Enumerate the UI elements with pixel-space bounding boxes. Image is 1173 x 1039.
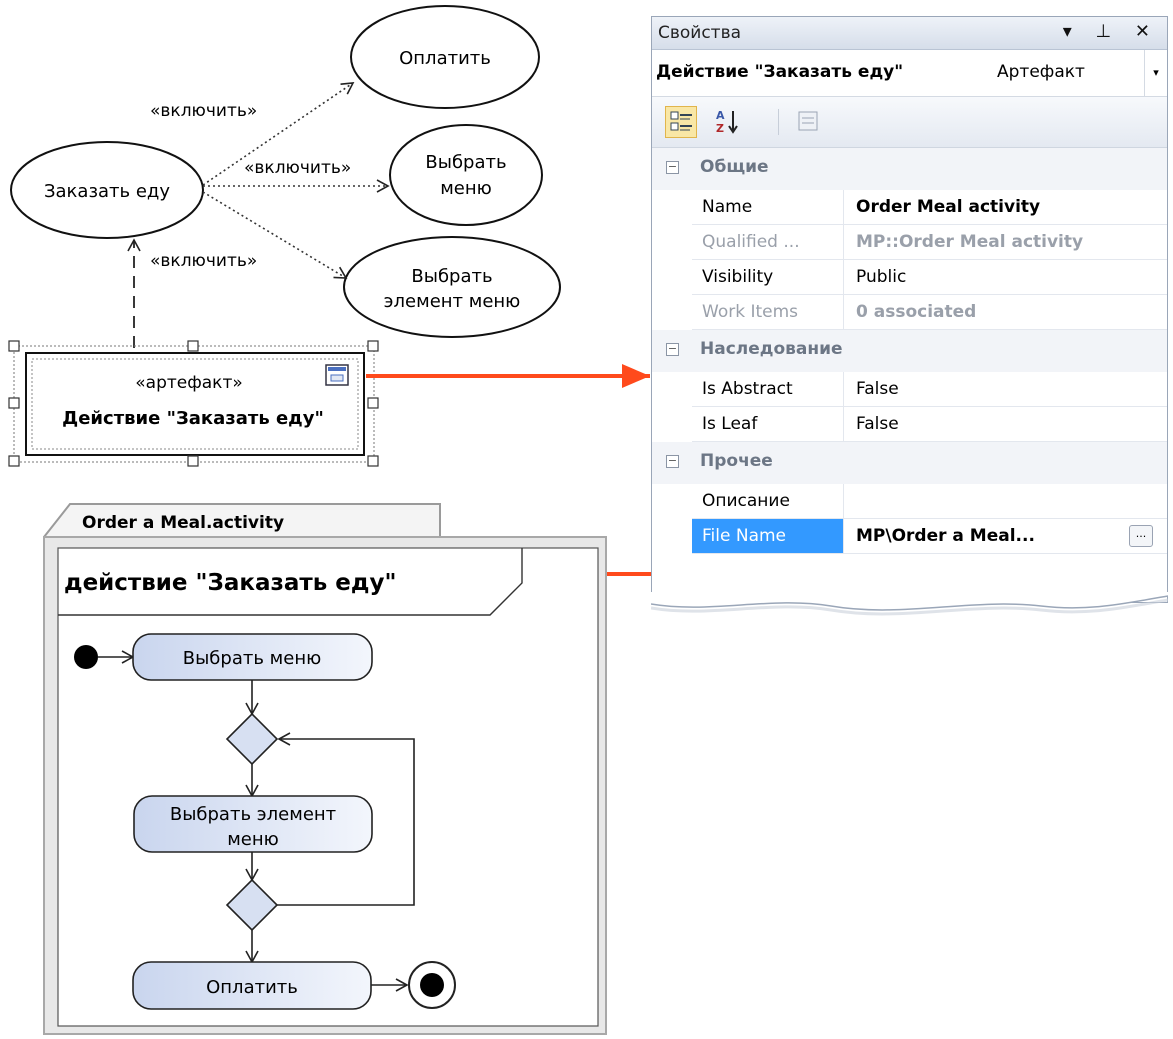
property-key: Qualified ... <box>692 225 844 259</box>
property-key: Is Abstract <box>692 372 844 406</box>
artifact-file-icon[interactable] <box>325 364 349 386</box>
property-key: Is Leaf <box>692 407 844 441</box>
property-value[interactable]: False <box>856 414 899 434</box>
categorized-view-icon[interactable] <box>665 106 697 138</box>
initial-node[interactable] <box>74 645 98 669</box>
property-key: File Name <box>692 519 844 553</box>
property-row-qualified-name[interactable]: Qualified ... MP::Order Meal activity <box>692 225 1167 260</box>
action-pay-label: Оплатить <box>206 977 298 998</box>
properties-frame: Свойства ▾ ⊥ ✕ Действие "Заказать еду" А… <box>651 16 1168 603</box>
property-row-work-items[interactable]: Work Items 0 associated <box>692 295 1167 330</box>
action-choose-menu-label: Выбрать меню <box>183 648 322 669</box>
property-row-is-leaf[interactable]: Is Leaf False <box>692 407 1167 442</box>
usecase-main-label: Заказать еду <box>44 181 170 202</box>
property-grid: − Общие Name Order Meal activity Qualifi… <box>652 148 1167 554</box>
property-row-name[interactable]: Name Order Meal activity <box>692 190 1167 225</box>
usecase-pay[interactable] <box>350 5 540 109</box>
property-row-description[interactable]: Описание <box>692 484 1167 519</box>
toolbar-separator <box>778 109 779 135</box>
action-choose-item-label-1: Выбрать элемент <box>170 804 336 825</box>
include-label-2: «включить» <box>244 158 351 178</box>
property-value[interactable]: False <box>856 379 899 399</box>
property-value: 0 associated <box>856 302 977 322</box>
property-value: MP::Order Meal activity <box>856 232 1084 252</box>
usecase-choose-menu-label-1: Выбрать <box>425 152 506 173</box>
usecase-main[interactable] <box>10 141 204 239</box>
activity-canvas <box>57 547 599 1027</box>
collapse-icon[interactable]: − <box>666 160 679 174</box>
activity-tab[interactable] <box>43 503 441 538</box>
artifact-name: Действие "Заказать еду" <box>62 408 324 429</box>
selected-object-name: Действие "Заказать еду" <box>656 62 904 82</box>
property-row-visibility[interactable]: Visibility Public <box>692 260 1167 295</box>
property-value[interactable]: Public <box>856 267 907 287</box>
usecase-choose-item-label-1: Выбрать <box>411 266 492 287</box>
torn-edge <box>651 592 1168 616</box>
artifact-stereotype: «артефакт» <box>135 373 243 393</box>
usecase-choose-item-label-2: элемент меню <box>384 291 521 312</box>
svg-text:Z: Z <box>716 122 724 135</box>
category-other[interactable]: − Прочее <box>652 442 1167 484</box>
properties-titlebar[interactable]: Свойства ▾ ⊥ ✕ <box>652 17 1167 50</box>
collapse-icon[interactable]: − <box>666 454 679 468</box>
usecase-choose-item[interactable] <box>343 236 561 338</box>
property-pages-icon[interactable] <box>792 106 824 138</box>
activity-header-pentagon <box>58 548 523 616</box>
property-key: Visibility <box>692 260 844 294</box>
flow-loop-back <box>277 732 415 906</box>
final-node[interactable] <box>408 961 456 1009</box>
include-link-pay[interactable] <box>202 82 355 186</box>
activity-tab-label: Order a Meal.activity <box>82 513 284 533</box>
include-label-1: «включить» <box>150 101 257 121</box>
collapse-icon[interactable]: − <box>666 342 679 356</box>
property-row-is-abstract[interactable]: Is Abstract False <box>692 372 1167 407</box>
category-general-label: Общие <box>700 157 769 177</box>
usecase-choose-menu[interactable] <box>389 124 543 226</box>
category-inheritance[interactable]: − Наследование <box>652 330 1167 372</box>
selected-object-kind: Артефакт <box>997 62 1085 82</box>
property-row-file-name[interactable]: File Name MP\Order a Meal... ... <box>692 519 1167 554</box>
object-selector[interactable]: Действие "Заказать еду" Артефакт ▾ <box>652 50 1167 97</box>
chevron-down-icon[interactable]: ▾ <box>1144 50 1167 96</box>
property-value[interactable] <box>844 484 1167 518</box>
property-key: Work Items <box>692 295 844 329</box>
property-key: Описание <box>692 484 844 518</box>
property-value[interactable]: MP\Order a Meal... <box>856 526 1035 546</box>
properties-title: Свойства <box>658 23 742 43</box>
usecase-choose-menu-label-2: меню <box>440 178 492 199</box>
browse-button[interactable]: ... <box>1129 525 1153 547</box>
activity-header: действие "Заказать еду" <box>64 570 396 596</box>
category-inheritance-label: Наследование <box>700 339 843 359</box>
usecase-pay-label: Оплатить <box>399 48 491 69</box>
window-controls-icon[interactable]: ▾ ⊥ ✕ <box>1062 21 1159 42</box>
category-other-label: Прочее <box>700 451 773 471</box>
selection-handles[interactable] <box>8 340 379 467</box>
properties-window[interactable]: Свойства ▾ ⊥ ✕ Действие "Заказать еду" А… <box>651 16 1168 622</box>
include-label-3: «включить» <box>150 251 257 271</box>
category-general[interactable]: − Общие <box>652 148 1167 190</box>
action-choose-item[interactable] <box>133 795 373 853</box>
action-choose-item-label-2: меню <box>227 829 279 850</box>
property-value[interactable]: Order Meal activity <box>856 197 1041 217</box>
svg-text:A: A <box>716 109 725 122</box>
property-key: Name <box>692 190 844 224</box>
artifact-box[interactable] <box>25 352 365 456</box>
